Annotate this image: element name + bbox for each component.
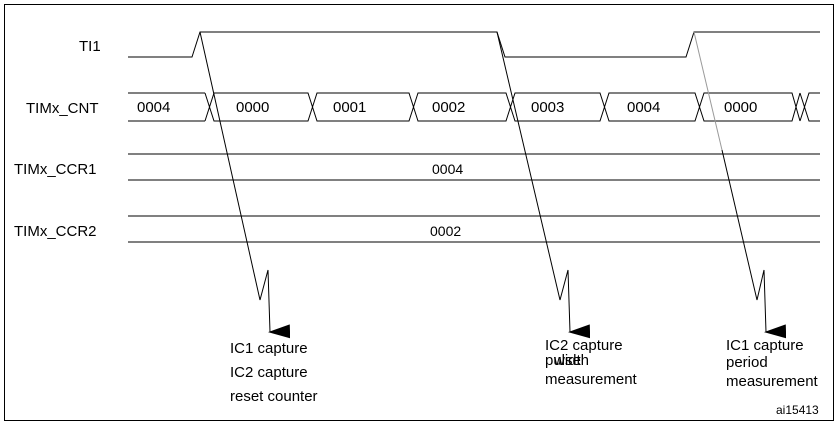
cnt-value-1: 0004 bbox=[137, 99, 170, 116]
diagram-frame bbox=[4, 4, 834, 421]
note-measurement-2: measurement bbox=[726, 373, 819, 390]
signal-label-cnt: TIMx_CNT bbox=[26, 100, 99, 117]
cnt-value-7: 0000 bbox=[724, 99, 757, 116]
capture-arrow-1 bbox=[199, 31, 291, 339]
note-width: width bbox=[553, 352, 589, 369]
note-reset-counter: reset counter bbox=[230, 388, 318, 405]
cnt-value-6: 0004 bbox=[627, 99, 660, 116]
note-measurement-1: measurement bbox=[545, 371, 638, 388]
note-ic2-capture-2: IC2 capture bbox=[545, 337, 623, 354]
cnt-value-5: 0003 bbox=[531, 99, 564, 116]
ti1-waveform bbox=[128, 31, 820, 58]
cnt-bus bbox=[128, 92, 820, 122]
ccr1-value: 0004 bbox=[432, 161, 463, 177]
note-ic2-capture-1: IC2 capture bbox=[230, 364, 308, 381]
signal-label-ccr2: TIMx_CCR2 bbox=[14, 223, 97, 240]
signal-label-ccr1: TIMx_CCR1 bbox=[14, 161, 97, 178]
capture-arrow-3-upper bbox=[693, 31, 723, 151]
cnt-value-3: 0001 bbox=[333, 99, 366, 116]
ccr2-bus bbox=[128, 215, 820, 243]
note-ic1-capture-1: IC1 capture bbox=[230, 340, 308, 357]
capture-arrow-2 bbox=[496, 31, 591, 339]
ccr2-value: 0002 bbox=[430, 223, 461, 239]
note-period: period bbox=[726, 354, 768, 371]
note-ic1-capture-2: IC1 capture bbox=[726, 337, 804, 354]
figure-ref: ai15413 bbox=[776, 403, 819, 417]
note-pulse: pulse bbox=[545, 352, 581, 369]
signal-label-ti1: TI1 bbox=[79, 38, 101, 55]
cnt-value-4: 0002 bbox=[432, 99, 465, 116]
ccr1-bus bbox=[128, 153, 820, 181]
capture-arrow-3 bbox=[721, 149, 787, 339]
cnt-value-2: 0000 bbox=[236, 99, 269, 116]
